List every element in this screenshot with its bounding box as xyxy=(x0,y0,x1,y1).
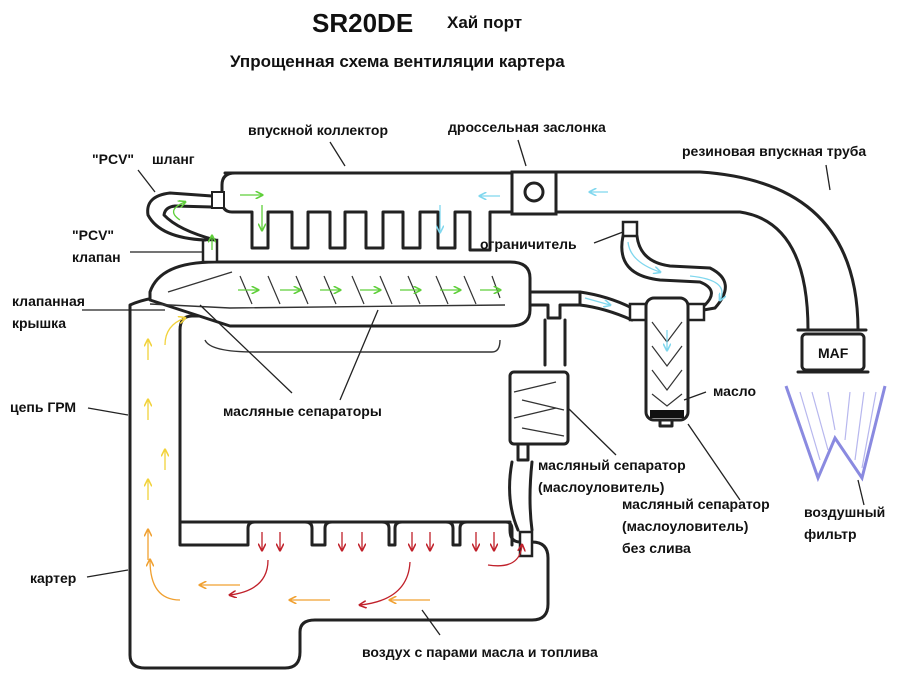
label-rubber-intake-pipe: резиновая впускная труба xyxy=(682,143,866,159)
air-filter-pleats xyxy=(799,391,877,469)
maf-label: MAF xyxy=(818,345,849,361)
label-blowby: воздух с парами масла и топлива xyxy=(362,644,598,660)
pcv-hose xyxy=(146,191,214,242)
manifold-plenum-end xyxy=(211,191,225,209)
air-filter xyxy=(784,385,887,483)
engine-title: SR20DE xyxy=(312,8,413,38)
catch-can-tee xyxy=(528,290,582,320)
flow-arrows-cyan xyxy=(440,192,722,350)
label-valve-cover-a: клапанная xyxy=(12,293,85,309)
catch-can-1-baffles xyxy=(513,381,565,437)
diagram-subtitle: Упрощенная схема вентиляции картера xyxy=(230,52,565,71)
tee-to-can2 xyxy=(578,290,634,322)
catch-can-2 xyxy=(644,296,690,422)
catch-can-1-drain xyxy=(516,442,530,462)
label-oil: масло xyxy=(713,383,756,399)
maf-sensor xyxy=(800,332,866,372)
label-air-filter-b: фильтр xyxy=(804,526,857,542)
pcv-hose-inner xyxy=(162,204,217,242)
label-pcv-hose-a: "PCV" xyxy=(92,151,134,167)
label-restrictor: ограничитель xyxy=(480,236,577,252)
flow-arrows-orange xyxy=(148,530,430,600)
throttle-body xyxy=(510,170,558,216)
flow-arrows-green xyxy=(173,195,500,290)
intake-manifold xyxy=(220,171,514,252)
oil-separator-baffle-1 xyxy=(167,271,233,293)
rubber-intake-pipe-top xyxy=(554,170,860,332)
engine-variant: Хай порт xyxy=(447,13,522,32)
restrictor xyxy=(621,220,639,238)
throttle-plate xyxy=(523,181,545,203)
leader-lines xyxy=(82,139,865,636)
label-pcv-valve-b: клапан xyxy=(72,249,121,265)
catch-can-1 xyxy=(508,370,570,446)
flow-arrows-yellow xyxy=(148,318,185,500)
crankcase-inner xyxy=(178,328,514,547)
label-timing-chain: цепь ГРМ xyxy=(10,399,76,415)
label-air-filter-a: воздушный xyxy=(804,504,885,520)
label-catch-can2-b: (маслоуловитель) xyxy=(622,518,748,534)
oil-separator-baffle-2 xyxy=(149,303,506,309)
catch-can-inlet xyxy=(543,318,567,367)
flow-arrows-red xyxy=(230,532,522,605)
label-catch-can-a: масляный сепаратор xyxy=(538,457,686,473)
valve-cover-underline xyxy=(204,339,501,353)
catch-can-2-bottom xyxy=(658,418,674,428)
catch-can-2-oil xyxy=(650,410,684,418)
label-crankcase: картер xyxy=(30,570,76,586)
drain-hose xyxy=(508,460,534,532)
label-catch-can2-c: без слива xyxy=(622,540,691,556)
rubber-intake-pipe-bottom xyxy=(554,210,810,332)
restrictor-hose xyxy=(620,234,713,307)
label-pcv-valve-a: "PCV" xyxy=(72,227,114,243)
label-pcv-hose-b: шланг xyxy=(152,151,195,167)
label-throttle: дроссельная заслонка xyxy=(448,119,606,135)
valve-cover xyxy=(148,260,532,328)
pcv-valve xyxy=(201,238,219,264)
label-catch-can2-a: масляный сепаратор xyxy=(622,496,770,512)
label-oil-separators: масляные сепараторы xyxy=(223,403,382,419)
label-valve-cover-b: крышка xyxy=(12,315,66,331)
label-catch-can-b: (маслоуловитель) xyxy=(538,479,664,495)
label-intake-manifold: впускной коллектор xyxy=(248,122,388,138)
drain-fitting xyxy=(518,530,534,558)
maf-connector xyxy=(796,328,870,374)
